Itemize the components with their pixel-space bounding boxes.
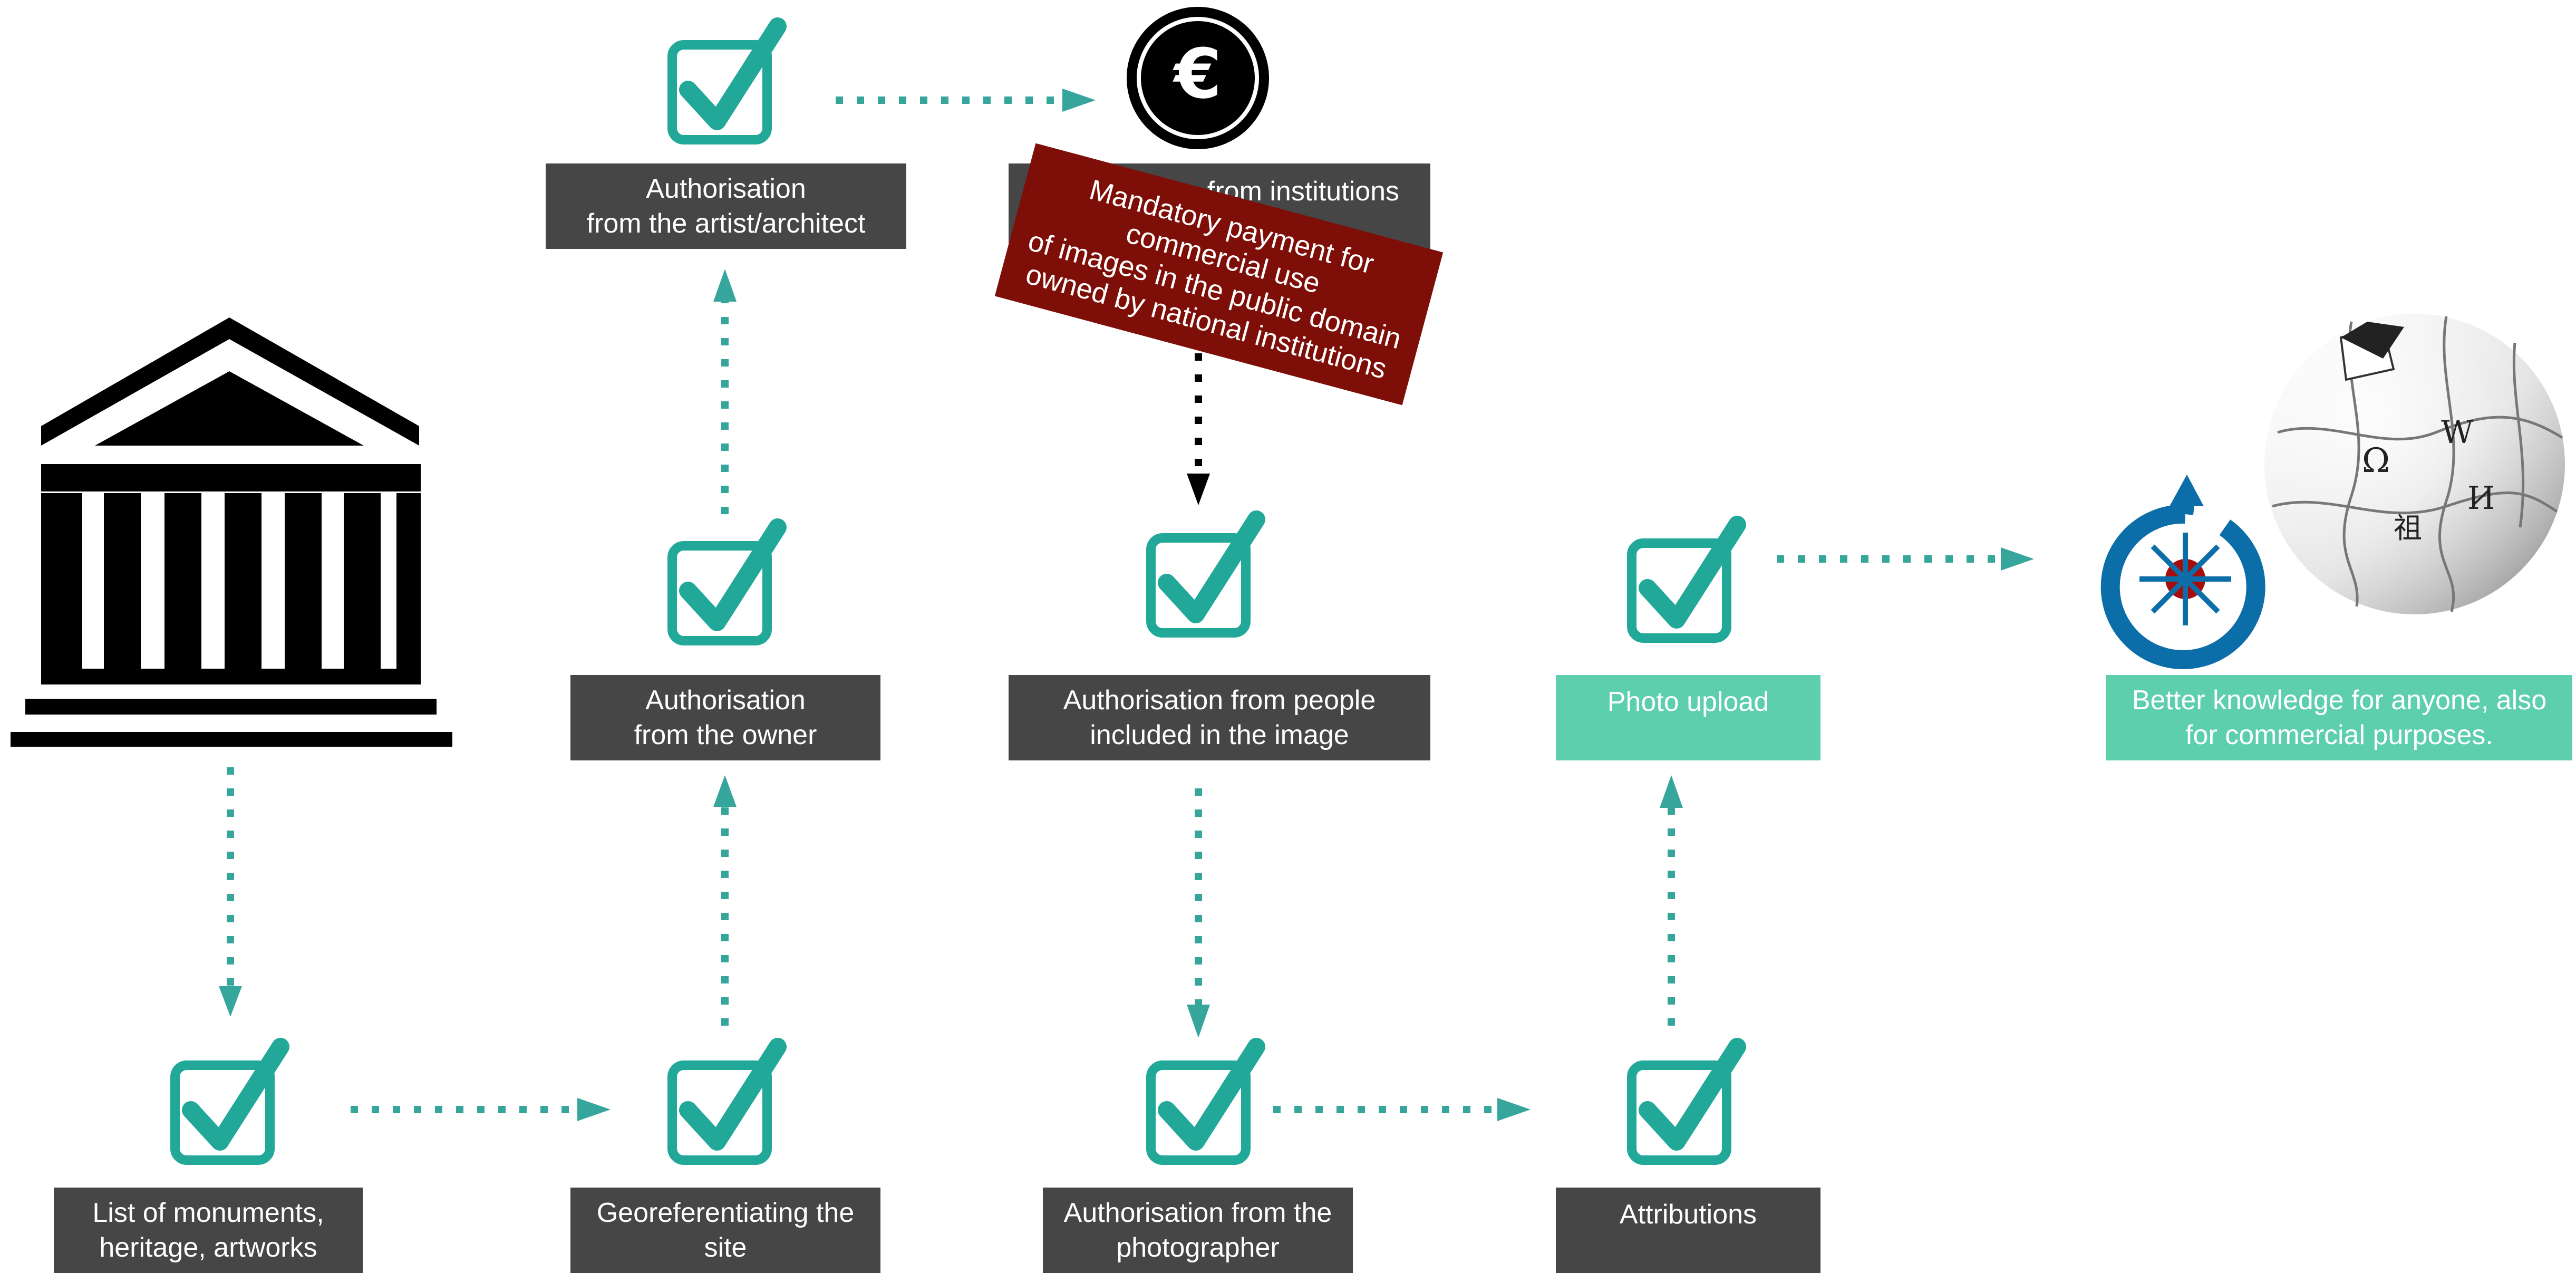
photo-upload-box: Photo upload: [1556, 675, 1820, 760]
georeferentiating-box: Georeferentiating the site: [570, 1188, 880, 1273]
checkbox-attributions-icon: [1627, 1038, 1746, 1165]
svg-text:Ω: Ω: [2362, 441, 2390, 480]
connectors: [219, 89, 2034, 1121]
authorisation-people-box: Authorisation from people included in th…: [1009, 675, 1430, 760]
arrow-owner-to-artist: [713, 269, 737, 514]
checkbox-upload-icon: [1627, 516, 1746, 643]
euro-coin-icon: €: [1127, 7, 1269, 149]
svg-text:W: W: [2441, 414, 2474, 451]
arrow-photographer-to-attributions: [1273, 1098, 1531, 1121]
checkbox-people-icon: [1146, 510, 1265, 638]
authorisation-photographer-box: Authorisation from the photographer: [1043, 1188, 1353, 1273]
wikipedia-globe-logo: Ω W И 祖: [2264, 314, 2565, 614]
checkbox-georef-icon: [667, 1038, 787, 1165]
arrow-institution-to-list: [219, 767, 242, 1017]
wikimedia-commons-logo: [2100, 475, 2265, 669]
svg-text:И: И: [2467, 480, 2495, 517]
better-knowledge-box: Better knowledge for anyone, also for co…: [2106, 675, 2572, 760]
arrow-georef-to-owner: [713, 775, 737, 1026]
checkbox-artist-icon: [667, 17, 787, 144]
institution-building-icon: [11, 317, 452, 747]
arrow-institutions-to-people: [1187, 353, 1210, 505]
list-of-monuments-box: List of monuments, heritage, artworks: [54, 1188, 363, 1273]
checkbox-list-icon: [170, 1038, 289, 1165]
authorisation-owner-box: Authorisation from the owner: [570, 675, 880, 760]
arrow-artist-to-payment: [836, 89, 1096, 112]
attributions-box: Attributions: [1556, 1188, 1820, 1273]
checkbox-owner-icon: [667, 518, 787, 645]
checkbox-photographer-icon: [1146, 1038, 1265, 1165]
checkbox-group: [170, 17, 1746, 1165]
svg-text:祖: 祖: [2394, 512, 2422, 545]
svg-text:€: €: [1173, 34, 1222, 114]
arrow-list-to-georef: [351, 1098, 611, 1121]
arrow-upload-to-knowledge: [1777, 547, 2034, 571]
authorisation-artist-box: Authorisation from the artist/architect: [546, 163, 906, 249]
arrow-attributions-to-upload: [1660, 775, 1683, 1026]
arrow-people-to-photographer: [1187, 788, 1210, 1038]
